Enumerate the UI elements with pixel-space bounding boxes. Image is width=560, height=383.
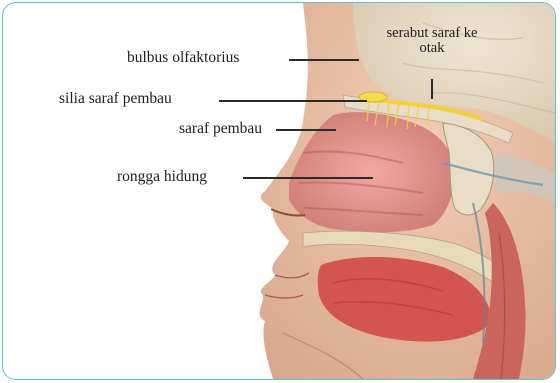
leader-line-silia: [219, 100, 367, 102]
figure-frame: bulbus olfaktorius silia saraf pembau sa…: [2, 2, 556, 380]
label-serabut-saraf: serabut saraf ke otak: [363, 26, 501, 56]
label-silia-saraf-pembau: silia saraf pembau: [59, 91, 172, 107]
leader-line-bulbus: [289, 59, 359, 61]
leader-line-rongga: [243, 177, 373, 179]
label-serabut-line1: serabut saraf ke: [387, 25, 478, 41]
leader-line-serabut: [431, 79, 433, 99]
leader-line-saraf: [276, 129, 336, 131]
label-bulbus-olfaktorius: bulbus olfaktorius: [127, 50, 239, 66]
label-saraf-pembau: saraf pembau: [179, 121, 262, 137]
label-rongga-hidung: rongga hidung: [117, 169, 207, 185]
label-serabut-line2: otak: [420, 40, 445, 56]
nasal-anatomy-illustration: [3, 3, 555, 379]
